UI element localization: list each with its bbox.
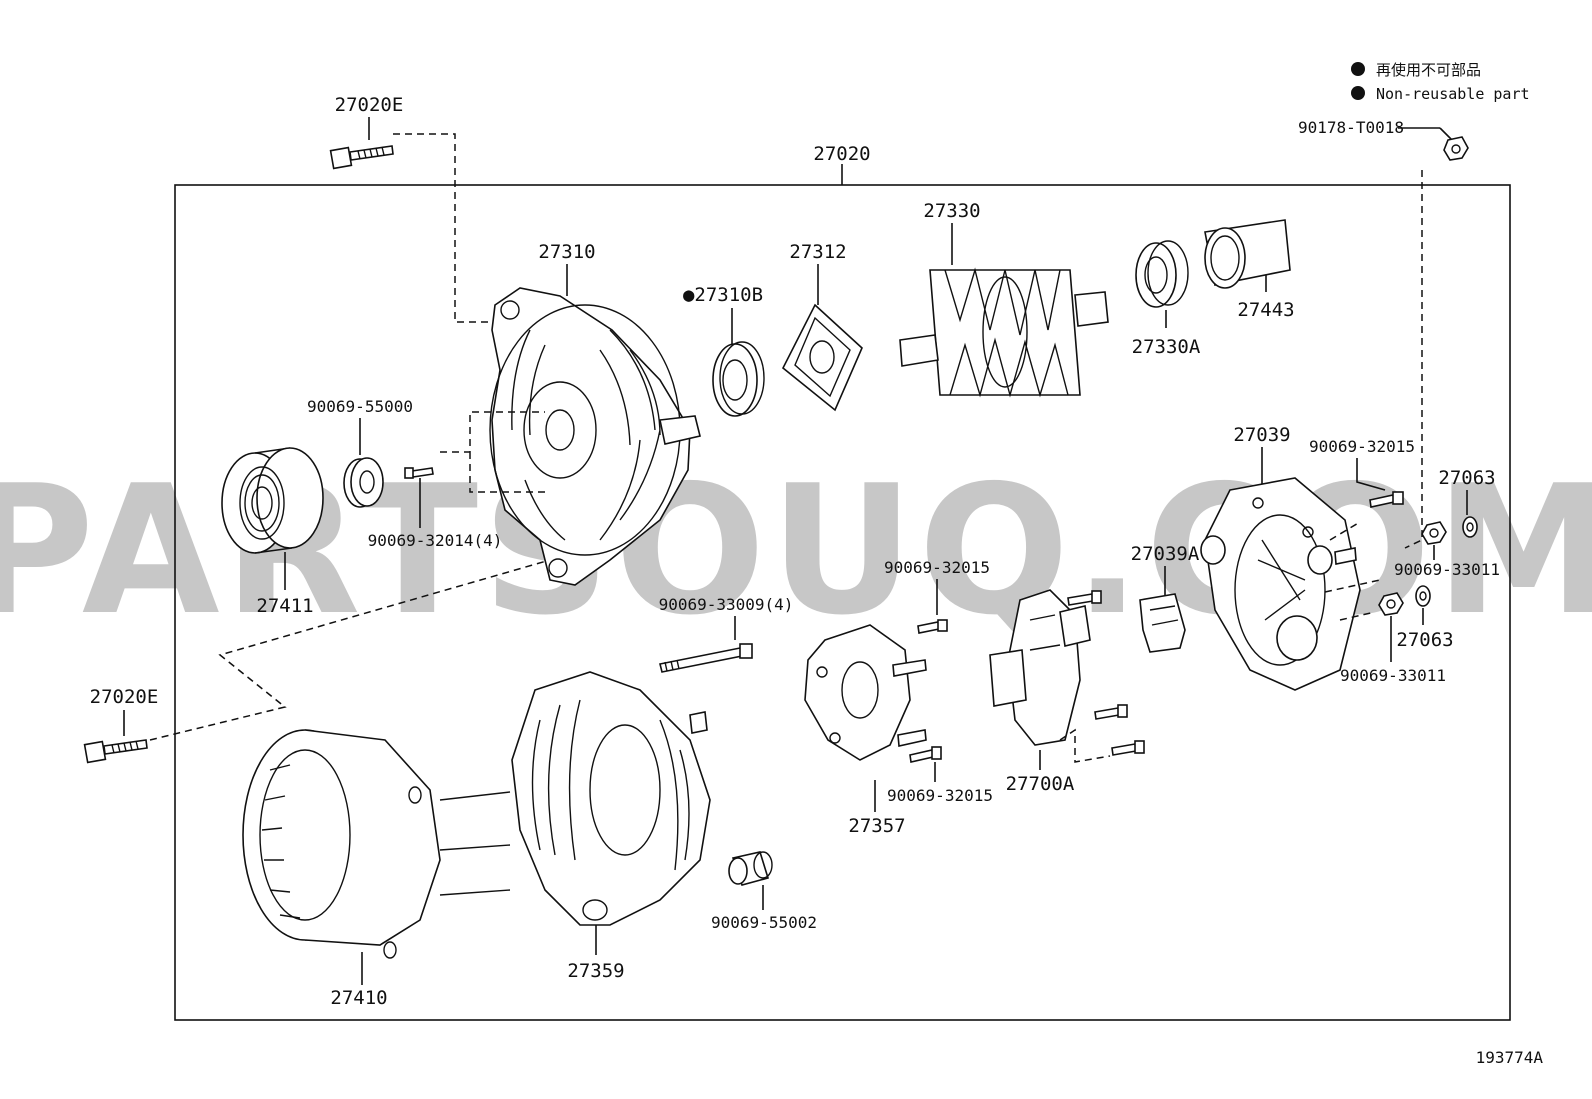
drive-end-frame-part xyxy=(489,287,701,586)
label-27310B: ●27310B xyxy=(683,284,763,306)
insulator-washer-part xyxy=(1415,585,1431,607)
rectifier-part xyxy=(804,624,927,761)
label-27410: 27410 xyxy=(330,987,387,1009)
front-bearing-part xyxy=(712,341,765,417)
screw-icon xyxy=(404,467,434,479)
legend: 再使用不可部品 Non-reusable part xyxy=(1351,61,1530,103)
screw-icon xyxy=(917,619,948,634)
label-90069-33011-bottom: 90069-33011 xyxy=(1340,666,1446,685)
label-90069-32015-rear: 90069-32015 xyxy=(1309,437,1415,456)
screw-icon xyxy=(1111,740,1145,756)
bushing-part xyxy=(728,851,773,886)
legend-jp-text: 再使用不可部品 xyxy=(1376,61,1481,79)
screw-icon xyxy=(909,746,942,763)
label-90069-33011-top: 90069-33011 xyxy=(1394,560,1500,579)
terminal-holder-part xyxy=(1139,593,1186,653)
screw-icon xyxy=(1369,491,1404,508)
bolt-icon xyxy=(83,739,148,764)
rear-bearing-part xyxy=(1135,240,1189,308)
bolt-icon xyxy=(329,145,394,170)
non-reusable-bullet-icon xyxy=(1351,86,1365,100)
stator-part xyxy=(242,729,511,959)
label-90069-33009: 90069-33009(4) xyxy=(659,595,794,614)
regulator-part xyxy=(989,589,1091,746)
pulley-part xyxy=(221,447,324,554)
label-90069-55000: 90069-55000 xyxy=(307,397,413,416)
non-reusable-bullet-icon xyxy=(1351,62,1365,76)
label-27330A: 27330A xyxy=(1132,336,1201,358)
bearing-cover-part xyxy=(1204,219,1291,289)
rear-frame-part xyxy=(511,671,711,926)
figure-id: 193774A xyxy=(1476,1048,1544,1067)
label-27063-top: 27063 xyxy=(1438,467,1495,489)
through-bolt-icon xyxy=(659,643,753,673)
label-27312: 27312 xyxy=(789,241,846,263)
insulator-washer-part xyxy=(1462,516,1478,538)
nut-icon xyxy=(1443,136,1469,161)
legend-en-text: Non-reusable part xyxy=(1376,85,1530,103)
label-90069-55002: 90069-55002 xyxy=(711,913,817,932)
label-27443: 27443 xyxy=(1237,299,1294,321)
label-27039A: 27039A xyxy=(1131,543,1200,565)
label-27330: 27330 xyxy=(923,200,980,222)
label-27020E-top: 27020E xyxy=(335,94,404,116)
bearing-retainer-part xyxy=(781,303,863,412)
label-90069-32015-bottom: 90069-32015 xyxy=(887,786,993,805)
label-27357: 27357 xyxy=(848,815,905,837)
label-27020E-bottom: 27020E xyxy=(90,686,159,708)
screw-icon xyxy=(1067,590,1102,606)
label-27020: 27020 xyxy=(813,143,870,165)
rotor-part xyxy=(899,267,1109,398)
label-27411: 27411 xyxy=(256,595,313,617)
label-27310: 27310 xyxy=(538,241,595,263)
label-27359: 27359 xyxy=(567,960,624,982)
nut-icon xyxy=(1378,592,1404,616)
screw-icon xyxy=(1094,704,1128,720)
rear-end-cover-part xyxy=(1200,477,1361,691)
nut-icon xyxy=(1421,521,1447,545)
label-90069-32015-top: 90069-32015 xyxy=(884,558,990,577)
label-90178-T0018: 90178-T0018 xyxy=(1298,118,1404,137)
spacer-collar-part xyxy=(343,457,384,508)
label-27063-bottom: 27063 xyxy=(1396,629,1453,651)
label-27700A: 27700A xyxy=(1006,773,1075,795)
label-90069-32014: 90069-32014(4) xyxy=(368,531,503,550)
label-27039: 27039 xyxy=(1233,424,1290,446)
